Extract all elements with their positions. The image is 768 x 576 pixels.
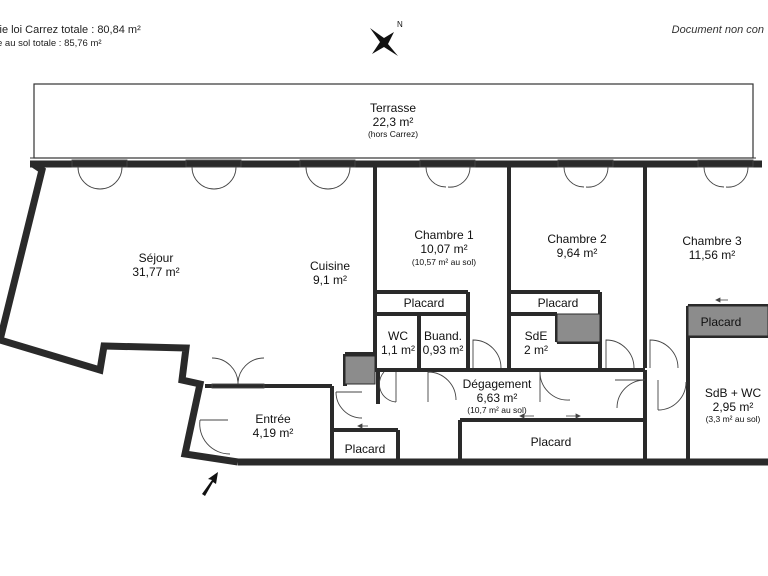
outer-walls xyxy=(0,160,768,466)
entree-name: Entrée xyxy=(255,412,291,426)
chambre3-area: 11,56 m² xyxy=(689,248,735,262)
cuisine-name: Cuisine xyxy=(310,259,350,273)
placard-entree: Placard xyxy=(345,442,386,456)
chambre2-name: Chambre 2 xyxy=(547,232,607,246)
floor-total-label: e au sol totale : 85,76 m² xyxy=(0,38,102,49)
terrasse-name: Terrasse xyxy=(370,101,416,115)
window-icon xyxy=(211,357,265,389)
door-icon xyxy=(199,419,231,455)
buanderie-name: Buand. xyxy=(424,329,462,343)
door-icon xyxy=(427,371,457,402)
compass-rose-icon: N xyxy=(370,20,403,56)
window-icon xyxy=(557,159,614,188)
compass-north-letter: N xyxy=(397,20,403,29)
buanderie-area: 0,93 m² xyxy=(423,343,464,357)
chambre1-area: 10,07 m² xyxy=(420,242,467,256)
door-icon xyxy=(605,339,635,369)
door-icon xyxy=(539,371,571,402)
wc-name: WC xyxy=(388,329,408,343)
sdb-wc-name: SdB + WC xyxy=(705,386,762,400)
terrasse-note: (hors Carrez) xyxy=(368,129,418,139)
door-icon xyxy=(649,339,679,369)
chambre1-note: (10,57 m² au sol) xyxy=(412,257,476,267)
chambre3-name: Chambre 3 xyxy=(682,234,742,248)
door-icon xyxy=(615,379,646,409)
sdb-wc-note: (3,3 m² au sol) xyxy=(706,414,761,424)
degagement-note: (10,7 m² au sol) xyxy=(467,405,527,415)
placard-chambre1: Placard xyxy=(404,296,445,310)
placard-chambre2: Placard xyxy=(538,296,579,310)
sliding-door-arrows xyxy=(357,297,728,429)
sejour-name: Séjour xyxy=(139,251,174,265)
placard-chambre3: Placard xyxy=(701,315,742,329)
terrace xyxy=(30,83,756,159)
carrez-total-label: cie loi Carrez totale : 80,84 m² xyxy=(0,24,141,36)
structural-blocks xyxy=(344,305,768,385)
window-icon xyxy=(185,159,242,190)
sejour-area: 31,77 m² xyxy=(132,265,179,279)
entrance-arrow-icon xyxy=(202,472,218,496)
placard-couloir: Placard xyxy=(531,435,572,449)
entree-area: 4,19 m² xyxy=(253,426,294,440)
door-icon xyxy=(657,380,687,411)
doors xyxy=(199,339,687,455)
sdb-wc-area: 2,95 m² xyxy=(713,400,754,414)
room-labels: Terrasse 22,3 m² (hors Carrez) Séjour 31… xyxy=(132,101,761,456)
cuisine-area: 9,1 m² xyxy=(313,273,347,287)
degagement-name: Dégagement xyxy=(463,377,532,391)
windows xyxy=(71,159,754,389)
window-icon xyxy=(419,159,476,188)
door-icon xyxy=(378,371,397,403)
sde-name: SdE xyxy=(525,329,548,343)
terrasse-area: 22,3 m² xyxy=(373,115,414,129)
door-icon xyxy=(472,339,502,369)
sde-area: 2 m² xyxy=(524,343,548,357)
disclaimer-label: Document non con xyxy=(671,24,764,36)
window-icon xyxy=(299,159,356,190)
wc-area: 1,1 m² xyxy=(381,343,415,357)
chambre2-area: 9,64 m² xyxy=(557,246,598,260)
door-icon xyxy=(335,391,363,419)
degagement-area: 6,63 m² xyxy=(477,391,518,405)
chambre1-name: Chambre 1 xyxy=(414,228,474,242)
window-icon xyxy=(697,159,754,188)
window-icon xyxy=(71,159,128,190)
